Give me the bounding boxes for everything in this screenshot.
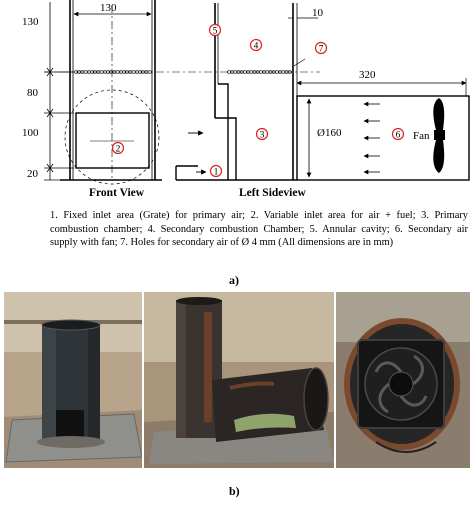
air-hole [105,70,111,74]
air-hole [131,70,136,74]
svg-text:6: 6 [396,131,401,141]
air-hole [230,70,235,74]
air-hole [236,70,241,74]
air-hole [128,70,133,74]
air-hole [278,70,283,74]
air-hole [137,70,143,74]
air-hole [102,70,107,74]
air-hole [134,70,139,74]
marker-4: 4 [249,38,263,52]
svg-text:3: 3 [260,131,265,141]
side-view [175,3,470,181]
air-hole [121,70,127,74]
air-hole [274,70,280,74]
dim-130-width: 130 [100,2,117,14]
dim-130-height: 130 [22,16,39,28]
air-hole [239,70,244,74]
panel-label-b: b) [229,484,240,498]
air-hole [242,70,248,74]
panel-label-a: a) [229,273,239,287]
air-hole [226,70,232,74]
front-view-label: Front View [89,187,145,199]
air-hole [99,70,104,74]
air-hole [249,70,254,74]
air-hole [252,70,257,74]
marker-2: 2 [111,141,125,155]
air-hole [80,70,85,74]
component-markers: 1 2 3 4 5 6 7 [111,23,405,178]
air-hole [89,70,95,74]
svg-text:7: 7 [319,45,324,55]
air-hole [265,70,270,74]
marker-7: 7 [314,41,328,55]
air-hole [125,70,130,74]
marker-6: 6 [391,127,405,141]
air-hole [73,70,79,74]
air-hole [233,70,238,74]
dim-20-height: 20 [27,168,39,180]
air-hole [255,70,260,74]
air-hole [246,70,251,74]
svg-text:4: 4 [254,42,259,52]
air-holes-front [73,70,152,74]
dim-80-height: 80 [27,87,39,99]
air-hole [115,70,120,74]
fan-icon [433,98,445,173]
marker-1: 1 [209,164,223,178]
air-hole [281,70,286,74]
photo-combustor-assembly [144,292,334,468]
air-hole [262,70,267,74]
dim-320: 320 [359,69,376,81]
height-dimensions [44,2,74,181]
svg-text:2: 2 [116,145,121,155]
air-hole [86,70,91,74]
air-hole [112,70,117,74]
air-hole [144,70,149,74]
photo-fan-duct [336,292,470,468]
marker-3: 3 [255,127,269,141]
air-hole [77,70,82,74]
air-hole [271,70,276,74]
air-hole [93,70,98,74]
figure-caption: 1. Fixed inlet area (Grate) for primary … [50,210,468,249]
front-view [60,0,162,185]
dim-100-height: 100 [22,127,39,139]
air-hole [287,70,292,74]
air-hole [268,70,273,74]
svg-text:5: 5 [213,27,218,37]
dim-10: 10 [312,7,324,19]
photo-primary-chamber [4,292,142,468]
svg-text:1: 1 [214,168,219,178]
combustor-schematic: 130 130 80 100 20 10 320 Ø160 Fan 1 2 3 4 5 6… [22,0,470,199]
air-hole [258,70,264,74]
air-holes-side [226,70,292,74]
air-hole [284,70,289,74]
marker-5: 5 [208,23,222,37]
fan-label: Fan [413,130,430,142]
dim-160: Ø160 [317,127,342,139]
air-hole [109,70,114,74]
air-hole [96,70,101,74]
air-hole [141,70,146,74]
air-hole [147,70,152,74]
air-hole [83,70,88,74]
air-hole [118,70,123,74]
side-view-label: Left Sideview [239,187,306,199]
